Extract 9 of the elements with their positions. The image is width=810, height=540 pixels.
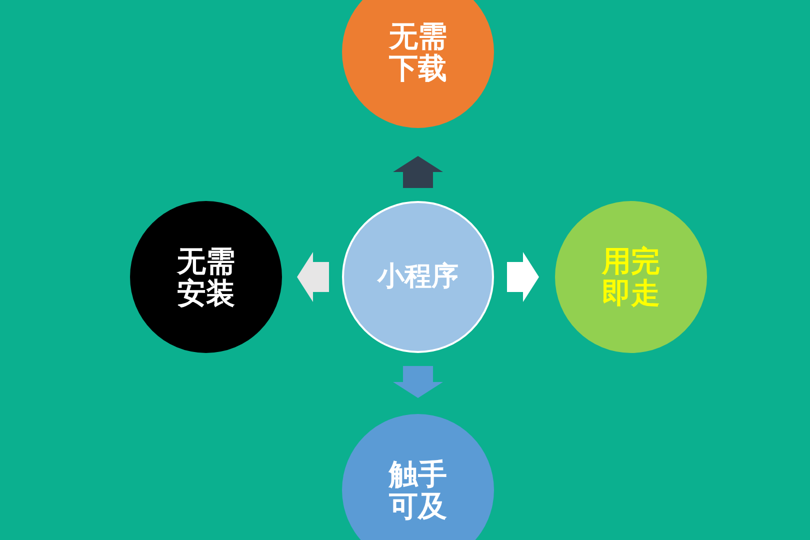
block-arrow [297,252,329,302]
node-label: 小程序 [378,262,458,292]
node-label: 无需安装 [176,244,236,310]
node-label: 用完即走 [600,244,661,310]
block-arrow [393,366,443,398]
node-label: 无需下载 [388,20,448,84]
block-arrow [507,252,539,302]
block-arrow [393,156,443,188]
node-label: 触手可及 [388,458,448,522]
